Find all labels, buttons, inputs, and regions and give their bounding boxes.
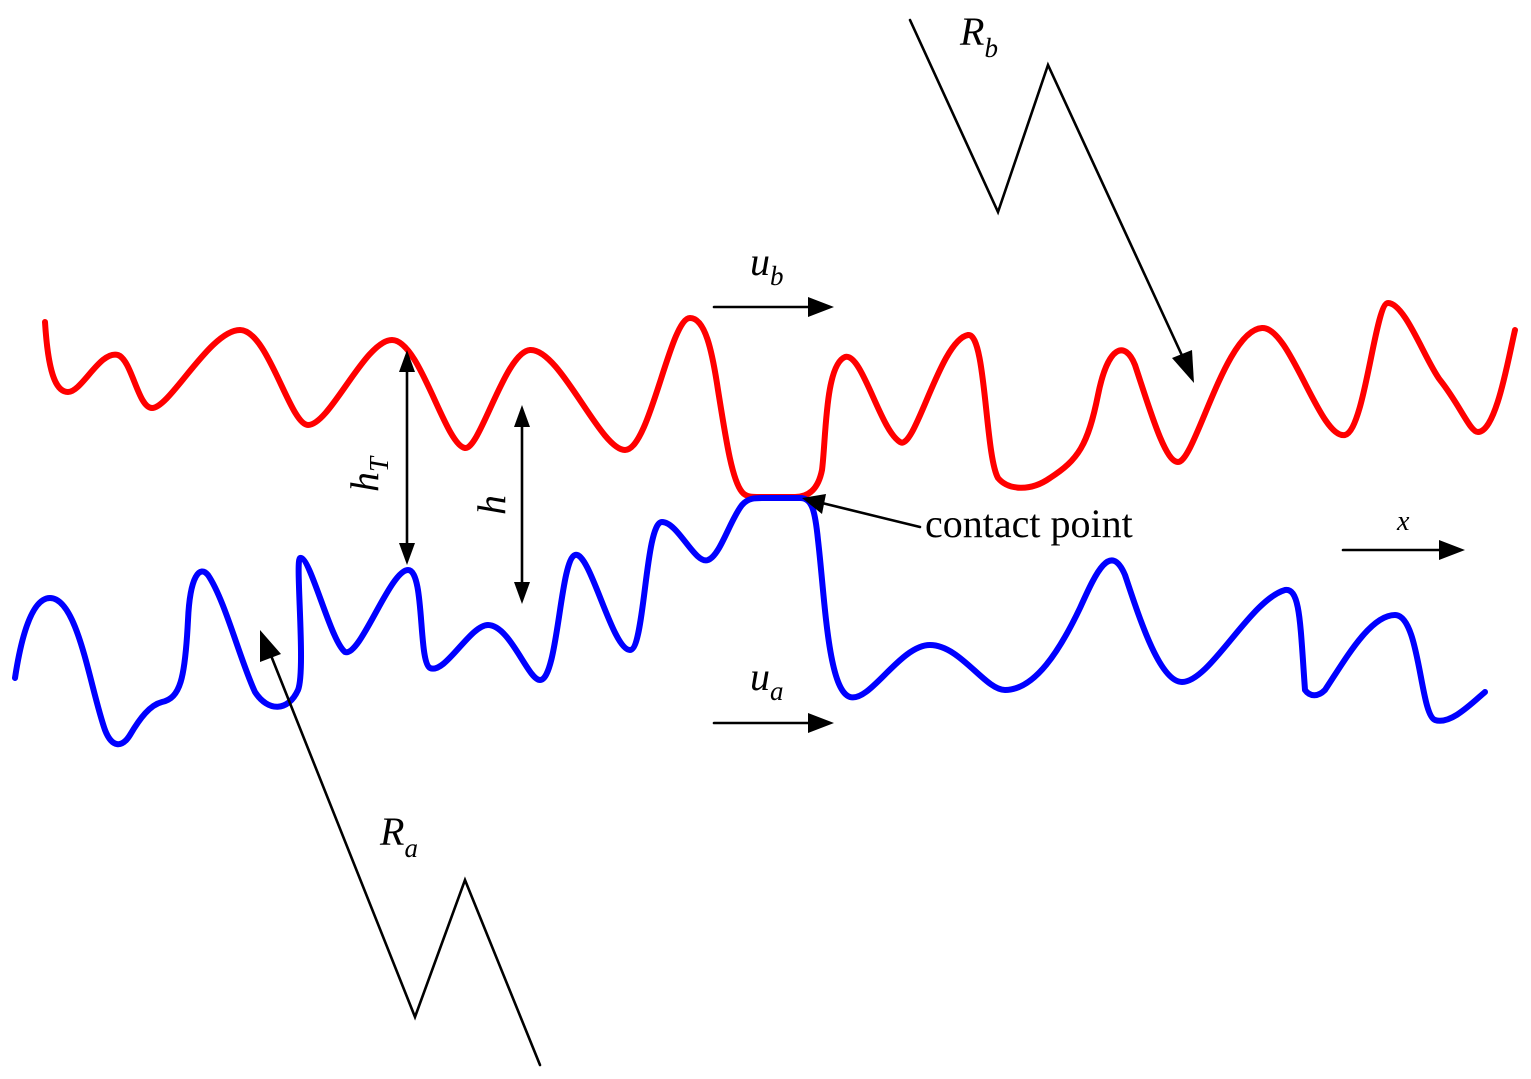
x-axis-arrowhead — [1439, 540, 1465, 560]
lower-surface-profile — [12, 495, 1488, 748]
ua-label-main: u — [750, 654, 770, 699]
ua-label: ua — [750, 654, 784, 706]
x-axis-label: x — [1396, 506, 1410, 537]
ub-arrowhead — [808, 297, 834, 317]
ua-arrowhead — [808, 713, 834, 733]
ht-label-main: h — [342, 472, 387, 492]
ht-arrowhead-top — [399, 350, 415, 372]
ra-zigzag-leader — [266, 646, 542, 1067]
rb-zigzag-leader — [908, 18, 1187, 364]
ht-label: hT — [342, 455, 394, 492]
ra-label: Ra — [379, 809, 418, 863]
ra-label-main: R — [379, 809, 404, 854]
ub-label: ub — [750, 239, 784, 291]
rb-label-sub: b — [984, 33, 998, 63]
upper-surface-profile — [42, 300, 1518, 500]
rb-label: Rb — [959, 9, 998, 63]
rb-arrowhead — [1172, 350, 1194, 383]
h-label: h — [469, 495, 514, 515]
ra-label-sub: a — [404, 833, 418, 863]
ub-label-sub: b — [770, 261, 784, 291]
ua-label-sub: a — [770, 676, 784, 706]
ht-arrowhead-bottom — [399, 543, 415, 565]
ub-label-main: u — [750, 239, 770, 284]
contact-point-arrowhead — [802, 494, 826, 514]
h-arrowhead-bottom — [514, 582, 530, 604]
ra-arrowhead — [260, 630, 281, 662]
contact-point-label: contact point — [925, 501, 1133, 546]
h-arrowhead-top — [514, 405, 530, 427]
ht-label-sub: T — [364, 455, 394, 472]
contact-point-leader — [820, 501, 922, 529]
rb-label-main: R — [959, 9, 984, 54]
